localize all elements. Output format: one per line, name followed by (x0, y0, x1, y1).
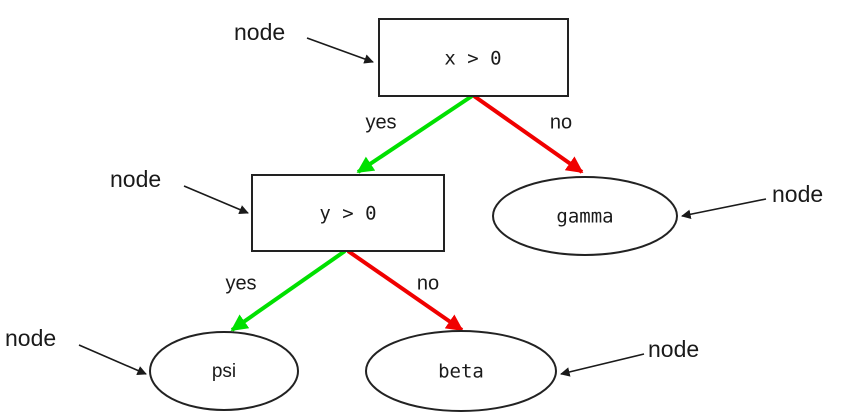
leaf-node-beta-label: beta (438, 361, 484, 383)
leaf-node-psi-label: psi (212, 361, 236, 382)
annotation-label-beta: node (648, 336, 699, 362)
leaf-node-psi[interactable] (149, 331, 299, 411)
annotation-leader-root (306, 37, 374, 64)
edge-label-root-no: no (550, 111, 572, 133)
edge-label-root-yes: yes (365, 111, 396, 133)
decision-node-second-label: y > 0 (319, 203, 376, 225)
annotation-leader-psi (78, 344, 147, 375)
edge-root-no (472, 94, 584, 174)
annotation-label-root: node (234, 19, 285, 45)
annotation-label-psi: node (5, 325, 56, 351)
edge-second-yes (230, 249, 347, 332)
edge-label-second-no: no (417, 272, 439, 294)
annotation-leader-gamma (681, 198, 767, 219)
annotation-leader-beta (560, 353, 645, 377)
decision-node-second[interactable] (251, 174, 445, 252)
decision-node-root[interactable] (378, 18, 569, 97)
edge-root-yes (356, 94, 474, 174)
annotation-label-second: node (110, 166, 161, 192)
edge-second-no (346, 249, 464, 332)
leaf-node-gamma[interactable] (492, 176, 678, 256)
decision-node-root-label: x > 0 (444, 48, 501, 70)
annotation-leader-second (183, 185, 249, 215)
annotation-label-gamma: node (772, 181, 823, 207)
leaf-node-gamma-label: gamma (556, 206, 613, 228)
edge-label-second-yes: yes (225, 272, 256, 294)
leaf-node-beta[interactable] (365, 330, 557, 412)
